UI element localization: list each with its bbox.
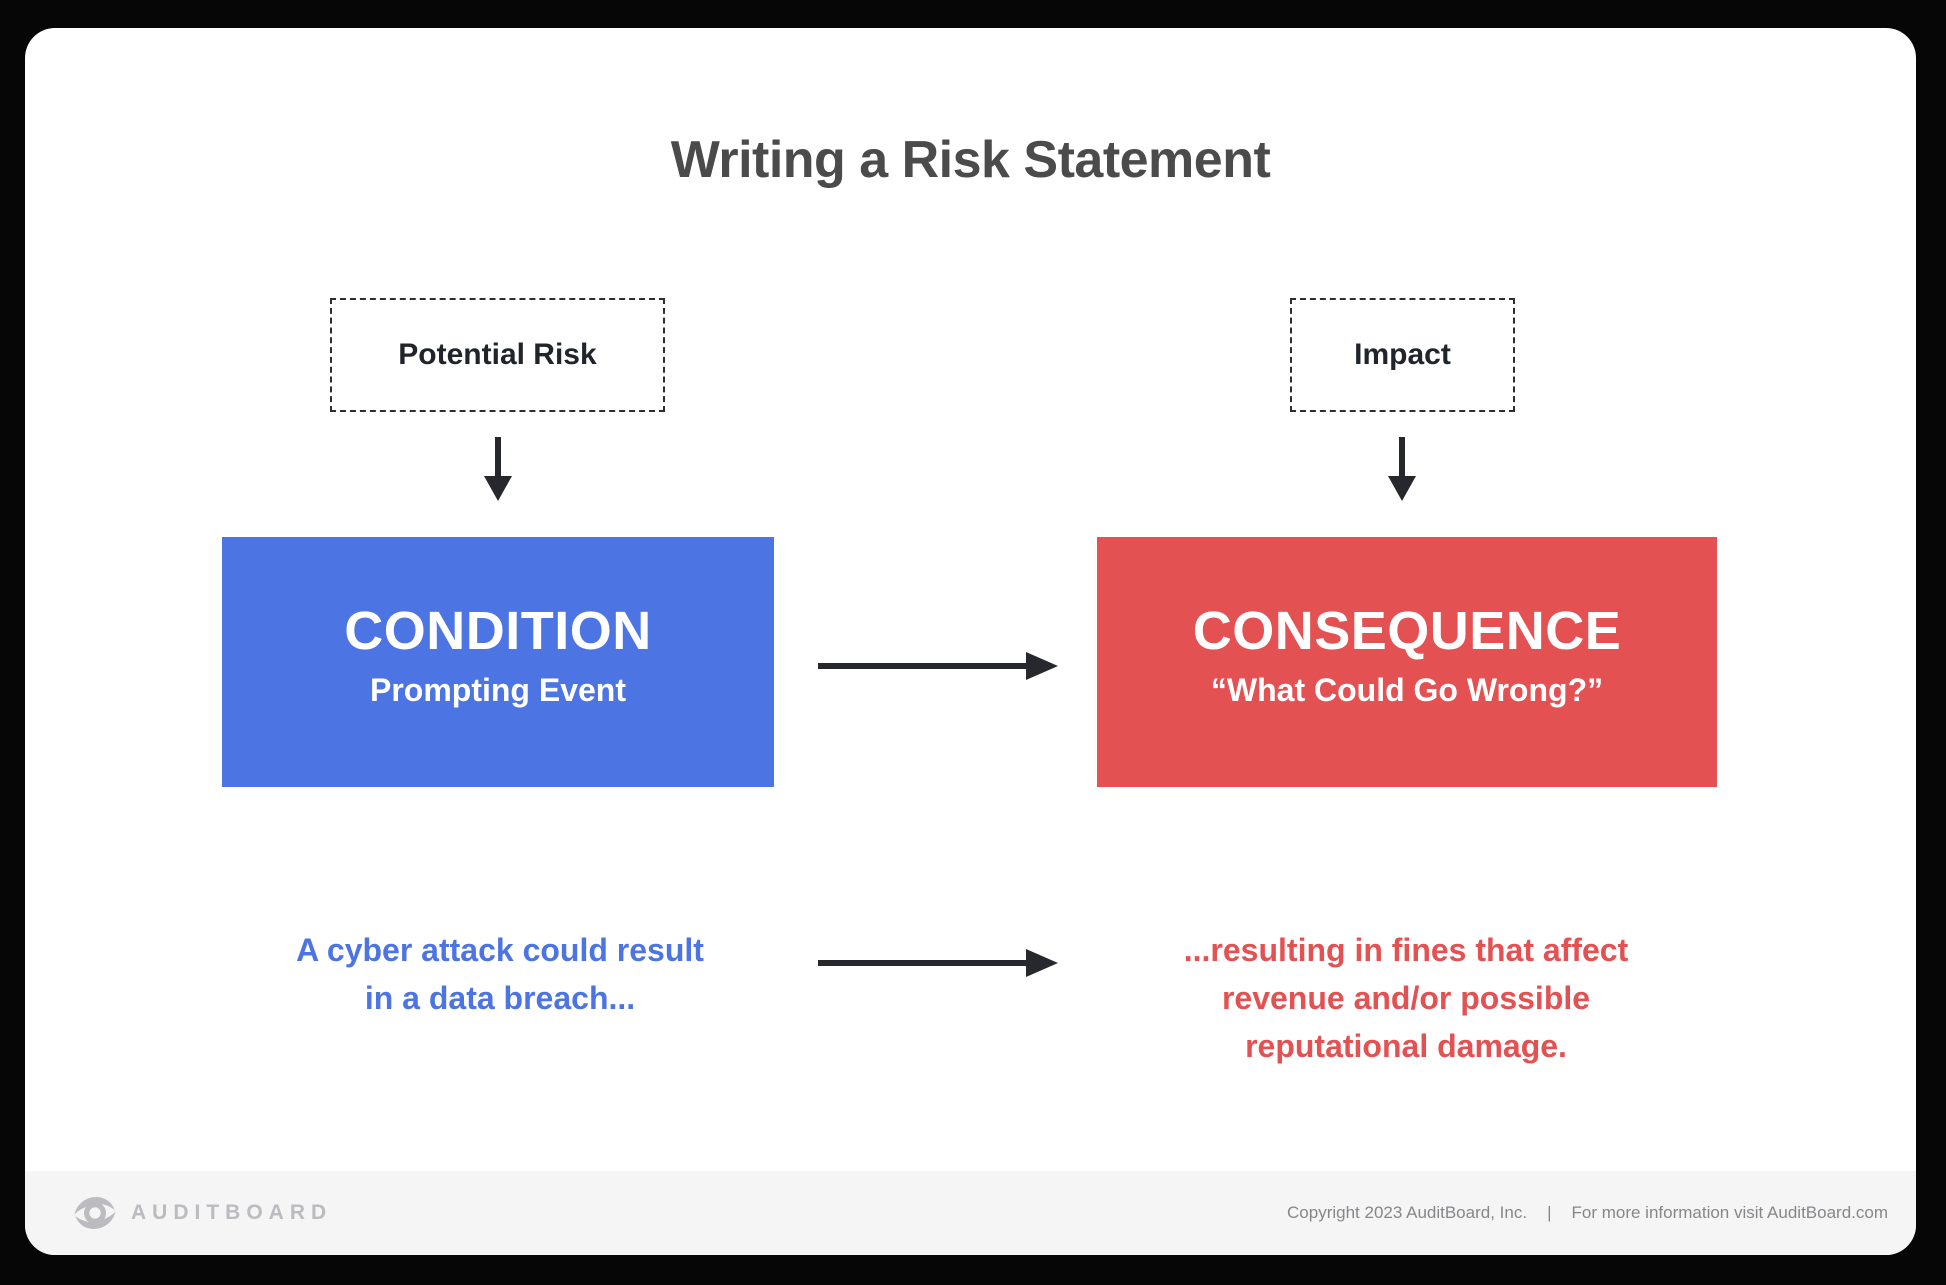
condition-title: CONDITION [344,600,652,661]
page-title: Writing a Risk Statement [670,131,1271,189]
footer-info-text: For more information visit AuditBoard.co… [1571,1203,1888,1222]
consequence-title: CONSEQUENCE [1192,600,1622,661]
copyright-text: Copyright 2023 AuditBoard, Inc. [1287,1203,1528,1222]
impact-label: Impact [1354,338,1451,371]
right-arrow-icon [818,652,1058,680]
footer-bar: AUDITBOARD Copyright 2023 AuditBoard, In… [25,1171,1916,1255]
potential-risk-label: Potential Risk [398,338,597,371]
consequence-subtitle: “What Could Go Wrong?” [1210,671,1604,708]
auditboard-logo-icon [74,1197,116,1229]
footer-separator: | [1547,1203,1552,1222]
slide-card: Writing a Risk Statement Potential Risk … [25,28,1916,1255]
impact-box: Impact [1290,298,1515,412]
condition-example-line: A cyber attack could result [296,932,704,968]
consequence-example-text: ...resulting in fines that affect revenu… [1096,926,1716,1070]
auditboard-logo: AUDITBOARD [73,1193,332,1233]
potential-risk-box: Potential Risk [330,298,665,412]
consequence-example-line: ...resulting in fines that affect [1183,932,1629,968]
condition-subtitle: Prompting Event [369,671,626,708]
condition-example-line: in a data breach... [364,980,636,1016]
condition-example-text: A cyber attack could result in a data br… [220,926,780,1022]
consequence-example-line: revenue and/or possible [1221,980,1591,1016]
consequence-box: CONSEQUENCE “What Could Go Wrong?” [1097,537,1717,787]
condition-box: CONDITION Prompting Event [222,537,774,787]
footer-copyright: Copyright 2023 AuditBoard, Inc. | For mo… [1287,1203,1888,1223]
down-arrow-icon [484,437,512,501]
consequence-example-line: reputational damage. [1245,1028,1567,1064]
right-arrow-icon [818,949,1058,977]
down-arrow-icon [1388,437,1416,501]
auditboard-logo-text: AUDITBOARD [131,1201,333,1224]
